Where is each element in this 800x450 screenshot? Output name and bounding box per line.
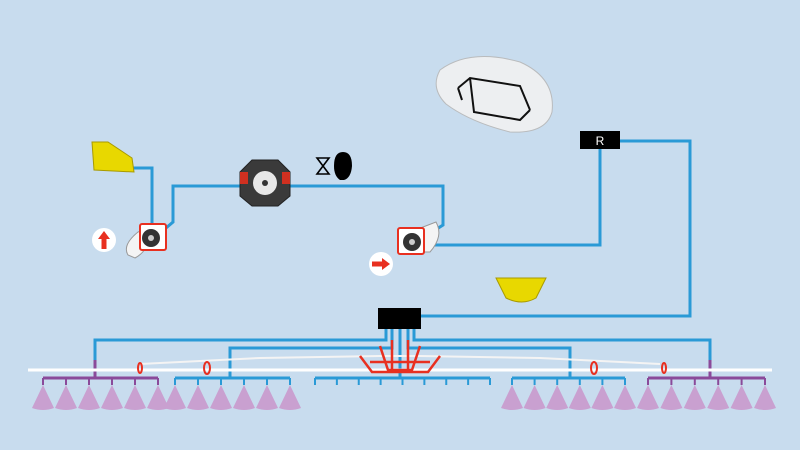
spray-cone bbox=[730, 385, 753, 410]
spray-cone bbox=[501, 385, 523, 410]
boom-section-5 bbox=[637, 376, 776, 410]
pipe-regulator-to-control bbox=[420, 139, 692, 318]
spray-cone bbox=[546, 385, 569, 410]
pipe-inner-right bbox=[406, 328, 572, 378]
induction-hopper[interactable] bbox=[495, 277, 547, 303]
spray-cone bbox=[754, 385, 776, 410]
spray-cone bbox=[660, 385, 683, 410]
pipe-tank-to-valve bbox=[132, 166, 154, 228]
spray-cone bbox=[187, 385, 209, 410]
spray-cone bbox=[101, 385, 123, 410]
spray-cone bbox=[32, 385, 54, 410]
pipes bbox=[93, 139, 712, 378]
spray-cone bbox=[164, 385, 186, 410]
hourglass-icon bbox=[315, 157, 331, 175]
arrow-right-icon[interactable] bbox=[369, 252, 393, 276]
spray-cone bbox=[147, 385, 169, 410]
spray-cone bbox=[614, 385, 636, 410]
boom-center-frame bbox=[359, 340, 441, 374]
spray-cone bbox=[591, 385, 614, 410]
spray-cone bbox=[637, 385, 659, 410]
spray-cone bbox=[568, 385, 591, 410]
pipe-valve-to-regulator bbox=[432, 140, 620, 247]
regulator[interactable]: R bbox=[580, 131, 620, 149]
spray-cone bbox=[256, 385, 278, 410]
boom-section-2 bbox=[164, 376, 301, 410]
spray-cone bbox=[233, 385, 255, 410]
spray-cone bbox=[124, 385, 146, 410]
valve-right[interactable] bbox=[397, 221, 440, 255]
pipe-outer-left bbox=[93, 328, 388, 362]
section-control-box[interactable] bbox=[378, 308, 421, 329]
boom-section-3 bbox=[314, 376, 491, 385]
pipe-valve-to-pump bbox=[165, 184, 445, 234]
pipe-outer-right bbox=[412, 328, 712, 362]
spray-cone bbox=[523, 385, 546, 410]
pipe-inner-left bbox=[228, 328, 394, 378]
spray-cone bbox=[279, 385, 301, 410]
spray-cone bbox=[707, 385, 730, 410]
pressure-accumulator-icon bbox=[334, 152, 352, 180]
valve-left[interactable] bbox=[125, 223, 167, 259]
spray-cone bbox=[78, 385, 100, 410]
main-tank[interactable] bbox=[435, 56, 553, 133]
spray-cone bbox=[683, 385, 706, 410]
clean-water-tank[interactable] bbox=[91, 141, 135, 173]
boom-section-1 bbox=[32, 376, 169, 410]
arrow-up-icon[interactable] bbox=[92, 228, 116, 252]
regulator-label: R bbox=[596, 134, 605, 148]
spray-cone bbox=[210, 385, 232, 410]
nozzle-groups bbox=[32, 376, 776, 410]
spray-cone bbox=[55, 385, 77, 410]
pump[interactable] bbox=[239, 159, 291, 207]
boom-section-4 bbox=[501, 376, 636, 410]
